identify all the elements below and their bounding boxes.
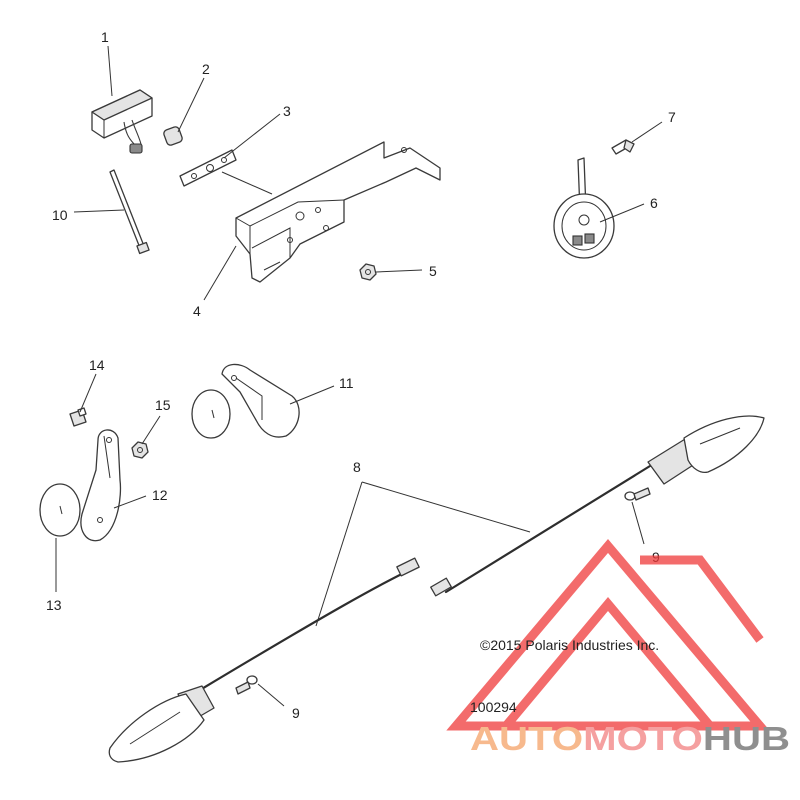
figure-number: 100294 xyxy=(470,699,517,715)
turn-signal-assembly-part xyxy=(108,415,765,763)
callout-3: 3 xyxy=(283,103,291,119)
screw-9-upper-part xyxy=(624,487,651,501)
reflector-bracket-right-part xyxy=(191,363,300,439)
watermark-hub: HUB xyxy=(703,720,790,757)
callout-labels: 1 2 3 10 4 5 7 6 14 15 11 12 13 8 9 9 xyxy=(46,29,676,721)
callout-10: 10 xyxy=(52,207,68,223)
callout-9-lower: 9 xyxy=(292,705,300,721)
leader-lines xyxy=(55,45,663,707)
horn-part xyxy=(553,157,615,259)
callout-7: 7 xyxy=(668,109,676,125)
cable-tie-part xyxy=(109,169,150,255)
screw-part xyxy=(611,139,635,155)
callout-6: 6 xyxy=(650,195,658,211)
nut-small-part xyxy=(131,441,149,459)
watermark-auto: AUTO xyxy=(470,720,583,757)
callout-5: 5 xyxy=(429,263,437,279)
callout-4: 4 xyxy=(193,303,201,319)
watermark-logo xyxy=(446,539,770,731)
callout-12: 12 xyxy=(152,487,168,503)
reflector-bracket-left-part xyxy=(80,429,122,542)
callout-1: 1 xyxy=(101,29,109,45)
reflector-part xyxy=(39,483,81,537)
watermark-moto: MOTO xyxy=(583,720,703,757)
callout-11: 11 xyxy=(339,375,354,391)
bracket-part xyxy=(235,141,441,283)
callout-13: 13 xyxy=(46,597,62,613)
license-light-part xyxy=(91,89,153,154)
nut-part xyxy=(359,263,377,281)
callout-15: 15 xyxy=(155,397,171,413)
callout-14: 14 xyxy=(89,357,105,373)
callout-2: 2 xyxy=(202,61,210,77)
screw-9-lower-part xyxy=(235,675,258,695)
spacer-part xyxy=(163,126,183,146)
bolt-part xyxy=(69,407,87,427)
callout-8: 8 xyxy=(353,459,361,475)
copyright-notice: ©2015 Polaris Industries Inc. xyxy=(480,637,659,653)
